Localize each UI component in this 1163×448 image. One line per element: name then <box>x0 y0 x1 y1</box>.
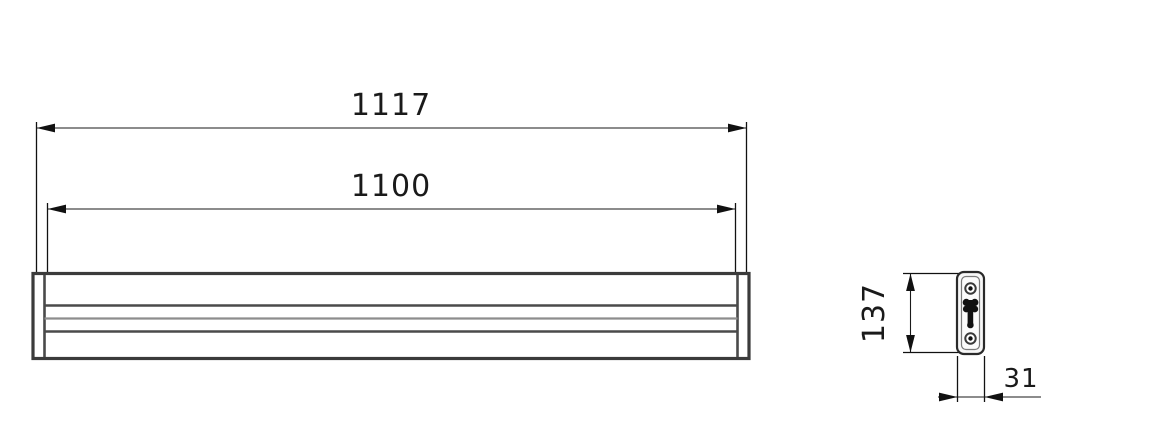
arrow-right-overall-length <box>728 123 747 133</box>
arrow-top-bracket-height <box>906 273 915 291</box>
arrow-left-inner-length <box>47 204 66 214</box>
bracket-height-dimension-group: 137 <box>857 272 967 354</box>
arrow-left-bracket-width <box>939 392 958 402</box>
side-view-end-bracket <box>955 270 986 402</box>
upper-mounting-hole-center <box>968 286 973 291</box>
bracket-width-dimension-group: 31 <box>938 364 1041 402</box>
center-keyhole-slot <box>962 298 979 329</box>
inner-length-label: 1100 <box>351 169 431 204</box>
inner-length-dimension-group: 1100 <box>47 169 736 214</box>
front-view-rail-body <box>31 271 751 361</box>
arrow-left-overall-length <box>36 123 55 133</box>
bracket-height-label: 137 <box>857 283 892 343</box>
front-view-extension-lines <box>35 122 748 283</box>
arrow-right-inner-length <box>717 204 736 214</box>
arrow-bottom-bracket-height <box>906 335 915 353</box>
rail-outer-profile <box>31 271 751 361</box>
arrow-right-bracket-width <box>984 392 1003 402</box>
overall-length-label: 1117 <box>351 88 431 123</box>
lower-mounting-hole-center <box>968 336 973 341</box>
bracket-width-label: 31 <box>1003 364 1038 394</box>
overall-length-dimension-group: 1117 <box>36 88 747 133</box>
